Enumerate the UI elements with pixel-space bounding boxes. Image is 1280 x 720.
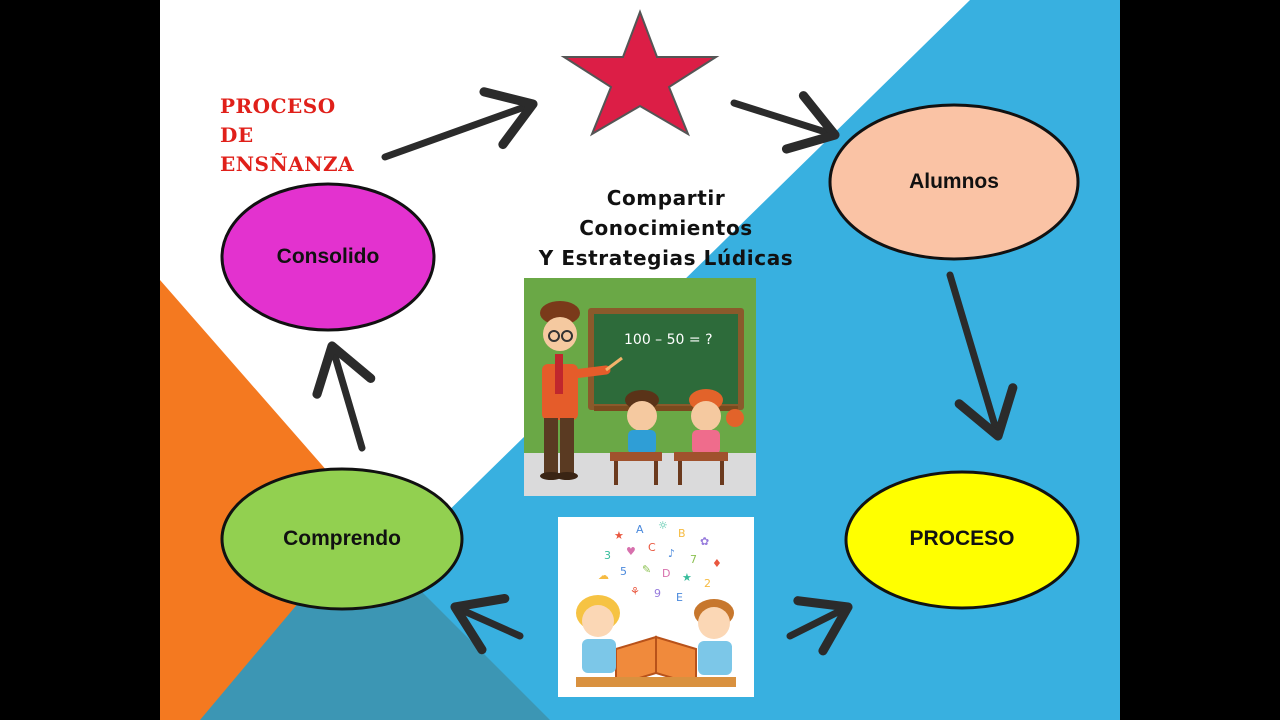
svg-text:9: 9 [654, 587, 661, 600]
arrow-title-to-star [381, 87, 538, 161]
star-icon [560, 9, 720, 137]
svg-text:✿: ✿ [700, 535, 709, 548]
process-title: PROCESO DE ENSÑANZA [220, 92, 354, 179]
arrow-star-to-alumnos [730, 91, 840, 154]
arrow-comprendo-to-consolido [312, 341, 376, 452]
svg-text:♥: ♥ [626, 545, 636, 558]
teal-background-shape [200, 585, 550, 720]
svg-text:⚘: ⚘ [630, 585, 640, 598]
slide: PROCESO DE ENSÑANZA Compartir Conocimien… [160, 0, 1120, 720]
svg-text:5: 5 [620, 565, 627, 578]
children-reading-illustration: ★ A ☼ B ✿ 3 ♥ C ♪ 7 ♦ ☁ 5 ✎ D ★ 2 ⚘ 9 E [558, 517, 754, 697]
comprendo-label: Comprendo [283, 527, 401, 550]
consolido-label: Consolido [276, 245, 380, 268]
proceso-label: PROCESO [909, 527, 1015, 550]
caption-line-1: Compartir [606, 186, 726, 210]
svg-text:D: D [662, 567, 670, 580]
svg-text:E: E [676, 591, 683, 604]
svg-text:☼: ☼ [658, 519, 668, 532]
arrow-alumnos-to-proceso [946, 271, 1018, 441]
svg-text:3: 3 [604, 549, 611, 562]
svg-text:B: B [678, 527, 686, 540]
proceso-node [844, 470, 1080, 610]
title-line-2: DE [220, 123, 254, 147]
svg-text:C: C [648, 541, 656, 554]
board-equation: 100 – 50 = ? [624, 332, 713, 348]
comprendo-node [220, 467, 464, 611]
teacher-classroom-illustration: 100 – 50 = ? [524, 278, 756, 496]
arrow-book-to-comprendo [450, 593, 524, 655]
svg-text:♦: ♦ [712, 557, 722, 570]
consolido-node [220, 182, 436, 332]
alumnos-node [828, 103, 1080, 261]
svg-text:A: A [636, 523, 644, 536]
svg-text:☁: ☁ [598, 569, 609, 582]
alumnos-label: Alumnos [909, 170, 999, 193]
svg-text:2: 2 [704, 577, 711, 590]
svg-text:✎: ✎ [642, 563, 651, 576]
title-line-3: ENSÑANZA [220, 152, 355, 176]
caption-line-3: Y Estrategias Lúdicas [538, 246, 794, 270]
svg-text:★: ★ [614, 529, 624, 542]
title-line-1: PROCESO [220, 94, 336, 118]
caption-line-2: Conocimientos [579, 216, 753, 240]
svg-text:7: 7 [690, 553, 697, 566]
svg-text:♪: ♪ [668, 547, 675, 560]
arrow-book-to-proceso [786, 596, 853, 656]
svg-text:★: ★ [682, 571, 692, 584]
